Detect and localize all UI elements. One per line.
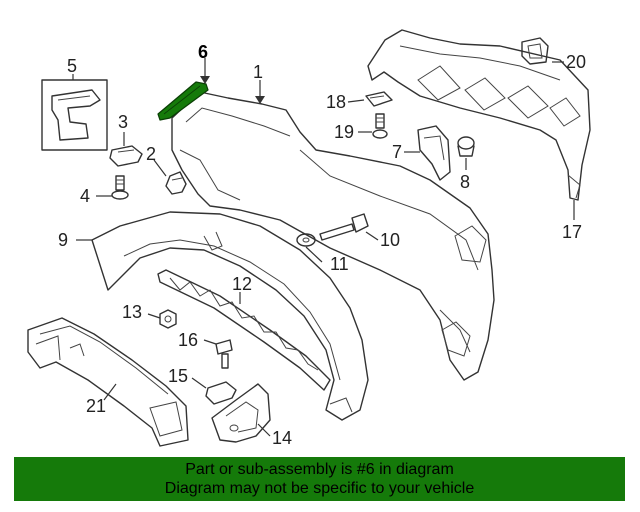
part-9-reinforcement bbox=[91, 211, 369, 421]
callout-5: 5 bbox=[67, 56, 77, 76]
callout-17: 17 bbox=[562, 222, 582, 242]
callout-2: 2 bbox=[146, 144, 156, 164]
part-17-lower-valance bbox=[367, 29, 591, 201]
part-10-long-bolt bbox=[319, 213, 369, 241]
banner-line-1: Part or sub-assembly is #6 in diagram bbox=[185, 461, 454, 478]
callout-14: 14 bbox=[272, 428, 292, 448]
callout-3: 3 bbox=[118, 112, 128, 132]
part-2-grommet bbox=[165, 171, 187, 195]
callout-12: 12 bbox=[232, 274, 252, 294]
callout-18: 18 bbox=[326, 92, 346, 112]
callout-9: 9 bbox=[58, 230, 68, 250]
callout-16: 16 bbox=[178, 330, 198, 350]
callout-4: 4 bbox=[80, 186, 90, 206]
callout-1: 1 bbox=[253, 62, 263, 82]
part-6-trim-strip-highlighted bbox=[157, 81, 209, 121]
part-info-banner: Part or sub-assembly is #6 in diagram Di… bbox=[14, 457, 625, 501]
part-21-impact-bar bbox=[27, 317, 189, 447]
part-14-mounting-bracket bbox=[211, 383, 271, 443]
part-12-lattice-strip bbox=[157, 269, 331, 391]
bumper-parts-diagram: 5 6 1 3 2 4 9 18 19 7 8 10 11 12 13 16 1… bbox=[27, 29, 591, 448]
part-11-washer bbox=[296, 233, 316, 247]
part-4-bolt bbox=[111, 175, 129, 200]
part-7-bracket bbox=[417, 125, 451, 181]
callout-10: 10 bbox=[380, 230, 400, 250]
callout-8: 8 bbox=[460, 172, 470, 192]
callout-15: 15 bbox=[168, 366, 188, 386]
callout-7: 7 bbox=[392, 142, 402, 162]
callout-20: 20 bbox=[566, 52, 586, 72]
leader-lines bbox=[72, 58, 575, 437]
part-8-sensor bbox=[457, 136, 475, 157]
part-19-bolt bbox=[372, 113, 388, 139]
part-13-nut bbox=[159, 309, 177, 329]
part-18-bracket-clip bbox=[365, 91, 393, 107]
callout-13: 13 bbox=[122, 302, 142, 322]
callout-numbers: 5 6 1 3 2 4 9 18 19 7 8 10 11 12 13 16 1… bbox=[58, 42, 586, 448]
part-1-bumper-cover bbox=[171, 91, 495, 381]
callout-21: 21 bbox=[86, 396, 106, 416]
part-3-clip-nut bbox=[109, 145, 143, 167]
callout-6: 6 bbox=[198, 42, 208, 62]
callout-19: 19 bbox=[334, 122, 354, 142]
part-15-small-clip bbox=[205, 381, 237, 405]
part-20-clip bbox=[521, 37, 549, 65]
part-5-inset-box bbox=[41, 79, 108, 151]
part-16-bolt bbox=[215, 339, 233, 369]
callout-11: 11 bbox=[330, 254, 349, 274]
banner-line-2: Diagram may not be specific to your vehi… bbox=[164, 480, 475, 497]
